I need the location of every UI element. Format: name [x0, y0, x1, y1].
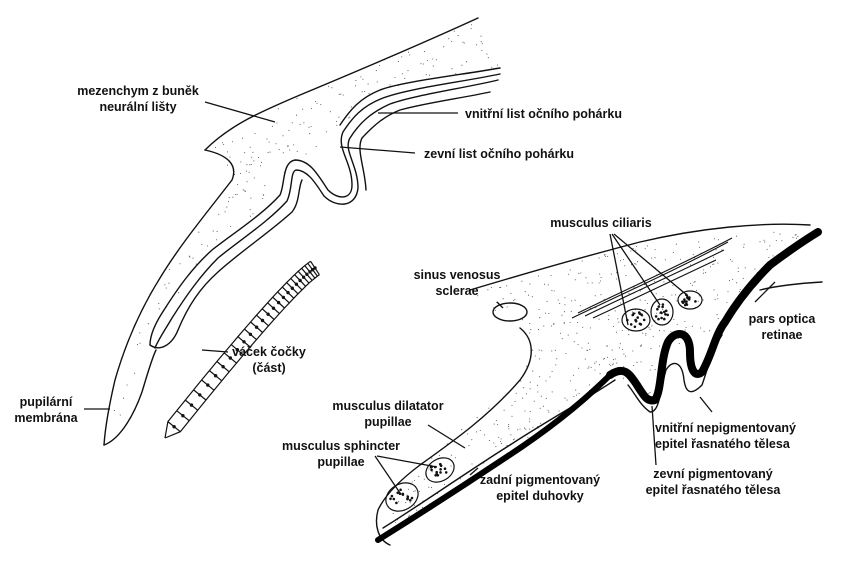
sinus-venosus-sclerae — [492, 302, 528, 322]
sphincter-bundle-2 — [425, 457, 455, 483]
leader-lines — [84, 101, 776, 494]
label-sinus-venosus: sinus venosus sclerae — [413, 268, 501, 298]
label-musculus-ciliaris: musculus ciliaris — [550, 216, 652, 230]
inner-layer-of-optic-cup — [154, 79, 499, 349]
label-vnitrni-nepigmentovany: vnitřní nepigmentovaný epitel řasnatého … — [655, 421, 796, 451]
label-zevni-pigmentovany: zevní pigmentovaný epitel řasnatého těle… — [645, 467, 781, 497]
label-vnitrni-list: vnitřní list očního pohárku — [465, 107, 622, 121]
pigmented-epithelium — [375, 228, 822, 543]
label-pupilarni-membrana: pupilární membrána — [14, 395, 78, 425]
ciliaris-bundle-1 — [621, 308, 651, 332]
label-musculus-dilatator: musculus dilatator pupillae — [332, 399, 444, 429]
label-zevni-list: zevní list očního pohárku — [424, 147, 575, 161]
muscle-nuclei — [389, 293, 697, 505]
ciliary-muscle-fibres — [571, 237, 733, 319]
label-musculus-sphincter: musculus sphincter pupillae — [281, 439, 401, 469]
sphincter-bundle-1 — [385, 482, 419, 512]
outer-layer-of-optic-cup — [149, 73, 501, 346]
mesenchyme-stipple — [113, 24, 805, 523]
left-structure — [103, 17, 501, 446]
ciliaris-bundle-3 — [677, 290, 703, 310]
label-zadni-pigmentovany: zadní pigmentovaný epitel duhovky — [479, 473, 601, 503]
label-mezenchym: mezenchym z buněk neurální lišty — [77, 84, 199, 114]
label-pars-optica: pars optica retinae — [748, 312, 816, 342]
label-vacek-cocky: váček čočky (část) — [232, 345, 306, 375]
lens-vesicle — [164, 260, 320, 439]
ciliaris-bundle-2 — [650, 298, 674, 326]
